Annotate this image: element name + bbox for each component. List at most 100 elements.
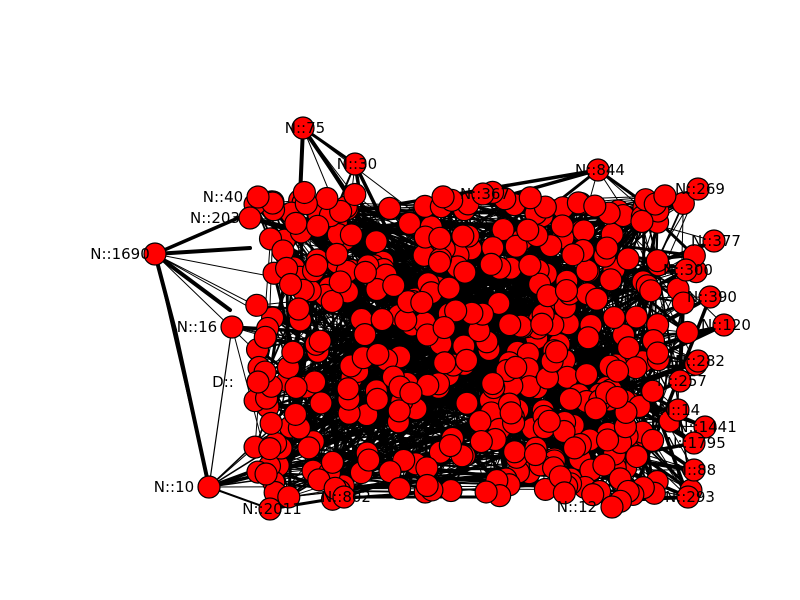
- node-label-n2011: N::2011: [242, 500, 302, 518]
- graph-node: [599, 268, 623, 292]
- graph-node: [602, 305, 626, 330]
- graph-node: [544, 340, 569, 364]
- node-label-dn: D::: [212, 373, 234, 391]
- graph-node: [328, 270, 352, 294]
- graph-node: [518, 253, 542, 277]
- graph-node: [625, 444, 649, 469]
- graph-node-n390: [698, 285, 722, 309]
- node-label-n1795: N::1795: [666, 434, 726, 452]
- graph-node: [432, 315, 456, 340]
- graph-node: [370, 307, 394, 332]
- graph-node: [283, 402, 308, 426]
- graph-node: [320, 450, 345, 474]
- graph-node-n377: [702, 229, 726, 253]
- graph-node: [581, 483, 605, 507]
- graph-node: [585, 287, 609, 311]
- graph-node: [364, 230, 388, 254]
- graph-node: [639, 279, 663, 303]
- graph-node-n269: [686, 177, 710, 201]
- node-label-n75: N::75: [285, 119, 325, 137]
- graph-edge: [173, 328, 211, 489]
- graph-edge: [641, 220, 681, 382]
- graph-node: [433, 351, 457, 375]
- node-label-n14: N::14: [660, 401, 700, 419]
- node-label-n282: N::282: [675, 352, 725, 370]
- graph-node: [499, 401, 523, 425]
- node-label-n390: N::390: [687, 288, 737, 306]
- graph-node: [646, 341, 670, 365]
- graph-node: [605, 385, 629, 410]
- node-label-n30: N::30: [337, 155, 377, 173]
- graph-node: [537, 409, 561, 433]
- graph-node: [278, 272, 303, 297]
- graph-node: [336, 377, 360, 401]
- graph-node: [595, 428, 620, 452]
- graph-node: [444, 299, 468, 323]
- graph-node: [281, 340, 305, 364]
- graph-edge: [301, 288, 363, 475]
- node-label-n10: N::10: [154, 478, 194, 496]
- graph-node-n367: [471, 182, 495, 206]
- graph-node: [576, 326, 600, 350]
- graph-node: [353, 323, 377, 347]
- graph-node: [554, 278, 579, 303]
- graph-node: [284, 375, 308, 400]
- graph-node: [382, 273, 406, 298]
- graph-node-n120: [712, 313, 736, 337]
- graph-node: [523, 442, 548, 467]
- graph-node: [366, 342, 390, 367]
- node-label-n88: N::88: [676, 461, 716, 479]
- graph-node: [616, 247, 640, 271]
- graph-node-n257: [668, 369, 692, 393]
- node-label-n16: N::16: [177, 318, 217, 336]
- node-label-n844: N::844: [575, 161, 625, 179]
- graph-node: [616, 336, 641, 360]
- graph-node: [583, 194, 607, 218]
- graph-node-n40: [246, 185, 270, 209]
- graph-node: [561, 243, 585, 267]
- node-label-n300: N::300: [663, 261, 713, 279]
- graph-edge: [153, 252, 232, 312]
- node-label-n377: N::377: [691, 232, 741, 250]
- graph-node: [438, 433, 462, 458]
- graph-node-n282: [686, 349, 710, 373]
- graph-node: [309, 391, 333, 415]
- graph-node: [286, 297, 311, 321]
- graph-node: [530, 312, 554, 336]
- graph-node: [451, 224, 475, 248]
- graph-node: [254, 462, 278, 486]
- graph-node: [306, 214, 330, 238]
- graph-node: [259, 411, 283, 435]
- graph-node: [308, 329, 332, 353]
- graph-node: [410, 290, 434, 315]
- graph-node: [357, 448, 381, 472]
- node-label-n40: N::40: [203, 188, 243, 206]
- graph-node: [640, 379, 665, 403]
- graph-node: [455, 391, 479, 415]
- node-label-n1441: N::1441: [677, 418, 737, 436]
- graph-node: [297, 436, 321, 460]
- graph-edge: [153, 246, 252, 256]
- node-label-n269: N::269: [675, 180, 725, 198]
- graph-node: [502, 440, 527, 464]
- graph-node: [575, 362, 599, 387]
- graph-node: [558, 387, 582, 411]
- graph-node-n16: [220, 315, 244, 339]
- graph-node-n88: [682, 458, 706, 482]
- graph-edge: [208, 326, 233, 488]
- graph-node: [431, 185, 455, 209]
- graph-edge: [301, 126, 352, 199]
- graph-node-n2011: [258, 497, 282, 521]
- node-label-n1690: N::1690: [90, 245, 150, 263]
- graph-node: [320, 289, 344, 314]
- graph-node: [428, 226, 452, 250]
- graph-node: [479, 252, 503, 277]
- graph-node: [469, 429, 493, 454]
- graph-node: [427, 250, 452, 274]
- graph-edge: [328, 168, 600, 218]
- graph-node: [552, 481, 576, 505]
- graph-node: [277, 485, 301, 509]
- graph-node-n75: [291, 116, 315, 140]
- graph-node: [481, 371, 505, 396]
